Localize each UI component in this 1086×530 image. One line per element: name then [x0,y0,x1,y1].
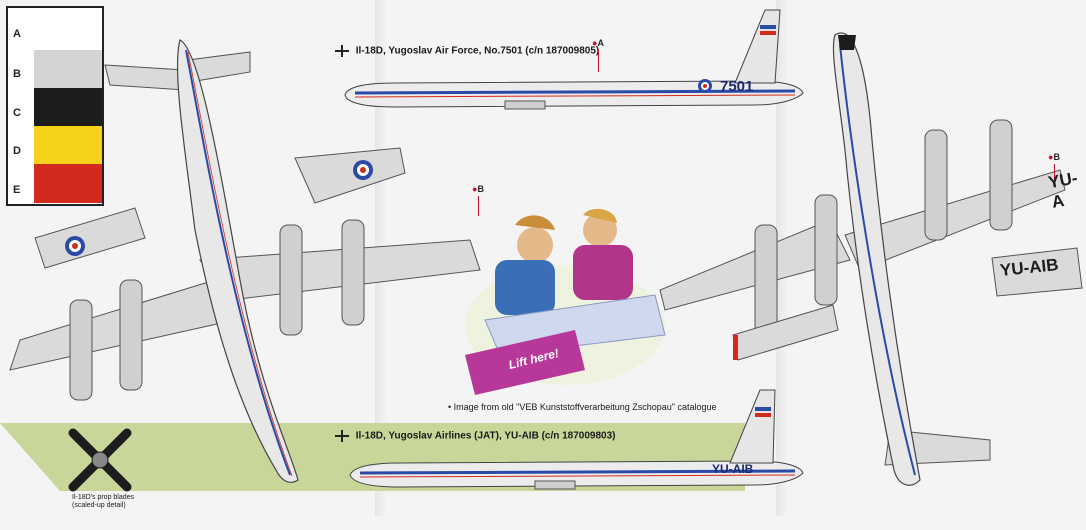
swatch-e [34,164,102,203]
air-force-serial: 7501 [720,78,754,95]
top-view-aircraft-left [9,39,481,483]
caption-top-aircraft-text: Il-18D, Yugoslav Air Force, No.7501 (c/n… [355,45,600,57]
wing-piece-roundel-left [34,207,146,269]
colour-ref-b-catalogue: ●B [472,184,484,194]
colour-chart: A B C D E [6,6,104,206]
side-view-aircraft-air-force [344,9,804,110]
bullet-icon: • [448,402,454,412]
side-view-aircraft-jat [349,389,804,490]
registration-side: YU-AIB [712,462,754,476]
wing-piece-roundel-center [294,147,406,204]
swatch-d [34,126,102,165]
colour-ref-b-right: ●B [1048,152,1060,162]
top-view-aircraft-right [659,32,1066,486]
swatch-letter-e: E [13,184,21,196]
swatch-letter-b: B [13,68,21,80]
swatch-letter-a: A [13,28,21,40]
caption-bottom-aircraft: Il-18D, Yugoslav Airlines (JAT), YU-AIB … [335,430,616,442]
swatch-c [34,88,102,127]
swatch-letter-d: D [13,145,21,157]
aircraft-cross-icon-bottom [335,430,349,442]
swatch-b [34,50,102,89]
wing-piece-right-lower [732,304,839,361]
catalogue-illustration [465,208,666,395]
caption-prop-detail: Il-18D's prop blades (scaled-up detail) [72,494,134,510]
swatch-a [34,12,102,51]
wing-piece-registration-right [991,247,1083,297]
colour-ref-b-right-line [1054,164,1055,182]
colour-ref-a-line [598,50,599,72]
colour-ref-a: ●A [592,38,604,48]
caption-prop-line2: (scaled-up detail) [72,502,126,509]
caption-bottom-aircraft-text: Il-18D, Yugoslav Airlines (JAT), YU-AIB … [355,430,616,442]
caption-catalogue-image: • Image from old "VEB Kunststoffverarbei… [448,402,717,412]
colour-ref-b-catalogue-line [478,196,479,216]
caption-prop-line1: Il-18D's prop blades [72,494,135,501]
registration-wing-partial: YU-A [1046,168,1079,212]
swatch-letter-c: C [13,107,21,119]
propeller-blades-icon [68,428,132,492]
caption-top-aircraft: Il-18D, Yugoslav Air Force, No.7501 (c/n… [335,45,599,57]
aircraft-cross-icon [335,45,349,57]
